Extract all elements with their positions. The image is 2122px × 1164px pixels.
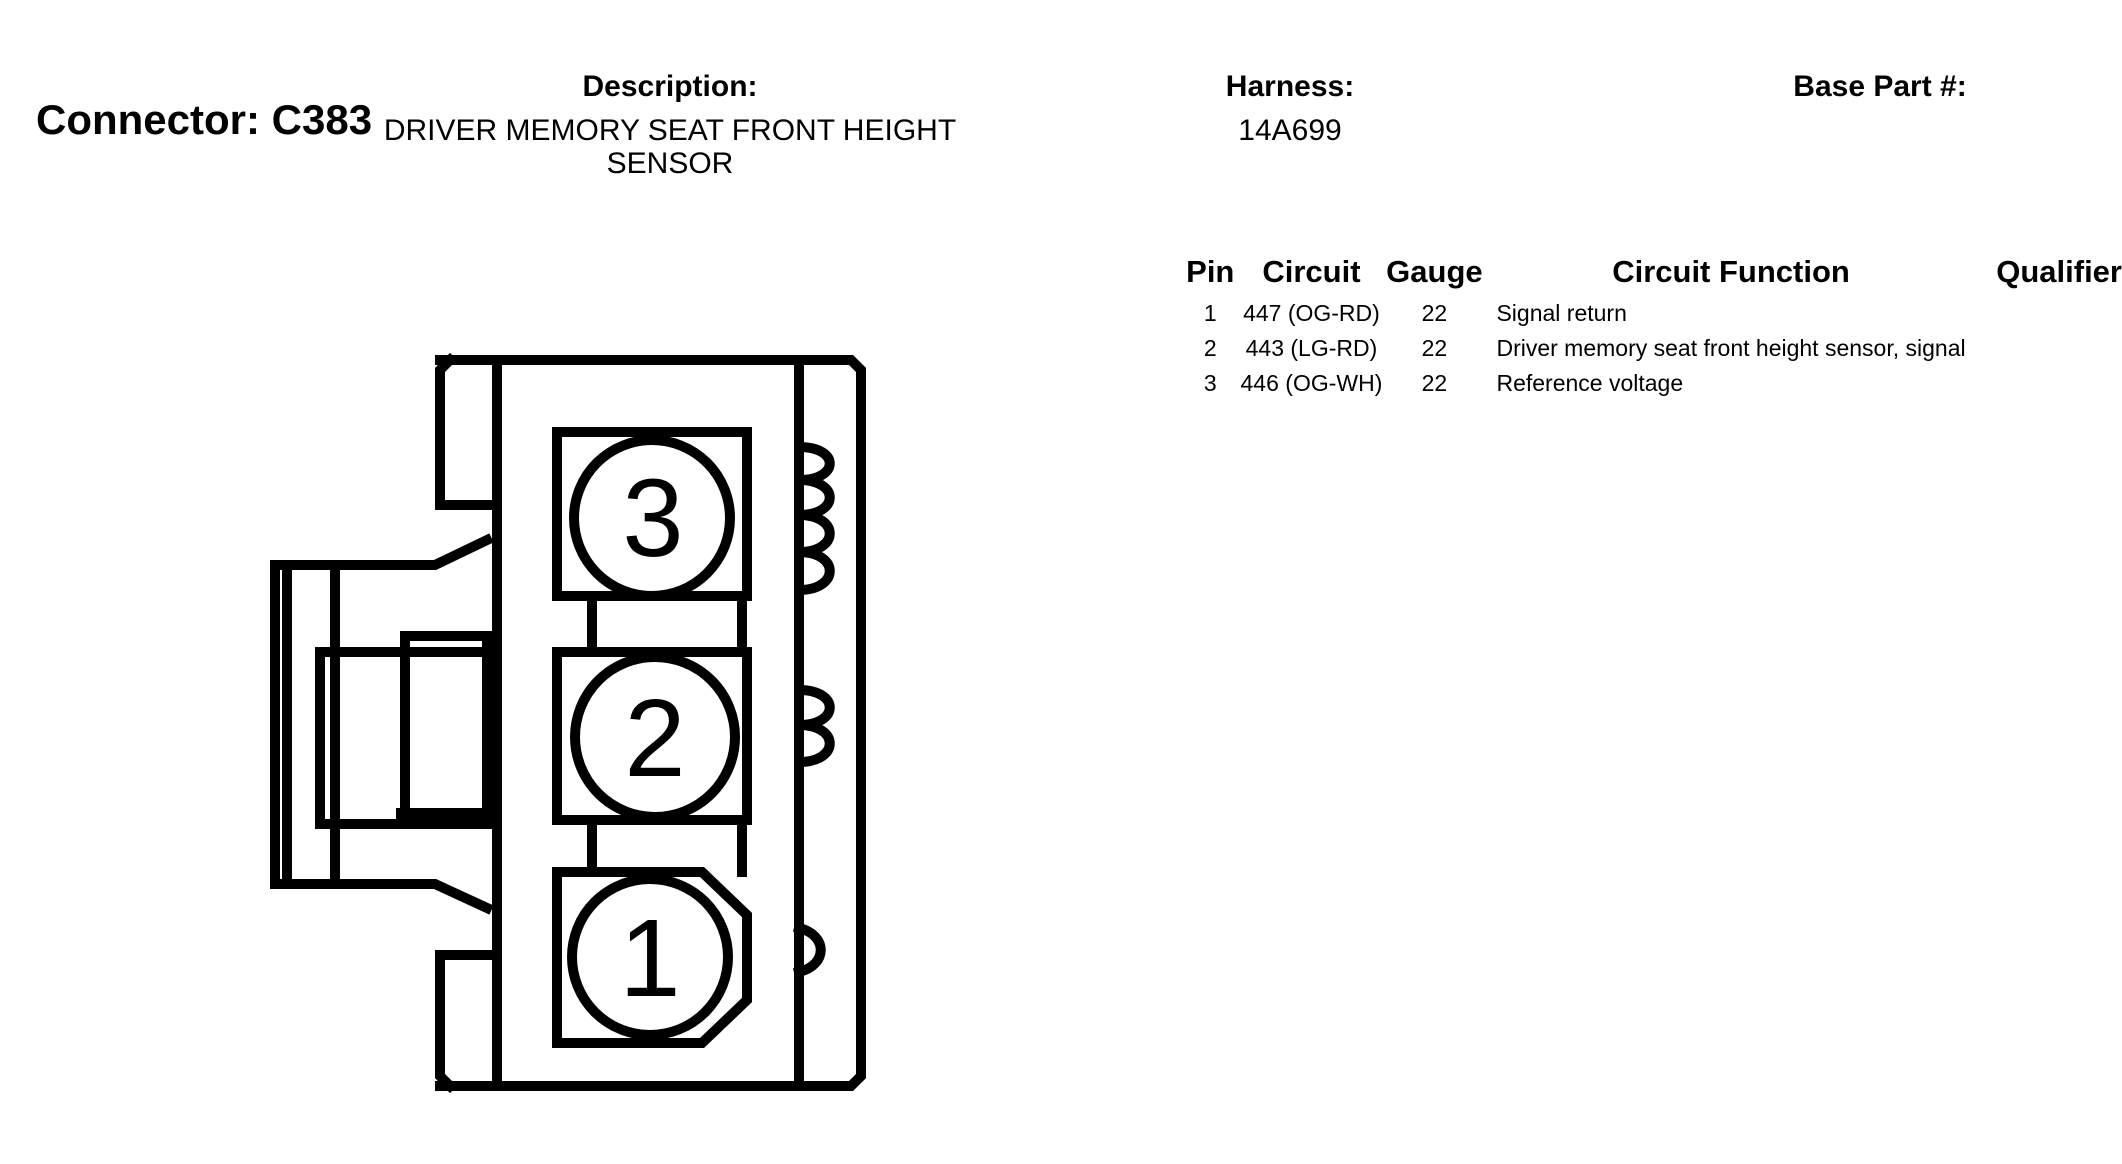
pin-circle-2 xyxy=(570,652,740,822)
pin-label-3: 3 xyxy=(622,457,683,580)
pin-label-2: 2 xyxy=(624,677,685,800)
row-pin: 3 xyxy=(1203,370,1217,396)
row-circuit: 447 (OG-RD) xyxy=(1243,300,1380,326)
base-part-heading: Base Part #: xyxy=(1793,70,1967,103)
side-tab-outline xyxy=(270,533,494,915)
pin-cavity-3 xyxy=(552,427,752,601)
row-function: Driver memory seat front height sensor, … xyxy=(1496,335,1966,361)
connector-body xyxy=(270,352,866,1094)
row-circuit: 443 (LG-RD) xyxy=(1245,335,1378,361)
pin-cavity-1 xyxy=(552,867,752,1048)
key-block-inner xyxy=(400,631,492,829)
header-qualifier: Qualifier xyxy=(1996,254,2122,289)
row-function: Reference voltage xyxy=(1496,370,1684,396)
connector-outer-shell xyxy=(435,352,866,1094)
latch-bump-bottom xyxy=(792,921,826,979)
latch-bumps-top xyxy=(793,441,835,596)
row-gauge: 22 xyxy=(1421,370,1448,396)
table-row: 1 447 (OG-RD) 22 Signal return xyxy=(1180,296,2122,331)
row-circuit: 446 (OG-WH) xyxy=(1240,370,1383,396)
description-value: DRIVER MEMORY SEAT FRONT HEIGHT SENSOR xyxy=(383,114,957,180)
pin-cavity-2 xyxy=(552,647,752,825)
pin-circle-3 xyxy=(569,435,735,601)
cavity-box-1 xyxy=(552,867,752,1048)
header-pin: Pin xyxy=(1186,254,1235,289)
latch-bumps-middle xyxy=(793,684,835,768)
pin-circle-1 xyxy=(567,874,733,1040)
table-row: 3 446 (OG-WH) 22 Reference voltage xyxy=(1180,366,2122,401)
row-function: Signal return xyxy=(1496,300,1627,326)
row-pin: 2 xyxy=(1203,335,1217,361)
connector-label: Connector: C383 xyxy=(36,96,373,143)
row-pin: 1 xyxy=(1203,300,1217,326)
pin-label-1: 1 xyxy=(619,897,680,1020)
harness-value: 14A699 xyxy=(1238,114,1342,147)
header-circuit-function: Circuit Function xyxy=(1612,254,1850,289)
header-circuit: Circuit xyxy=(1262,254,1361,289)
header-gauge: Gauge xyxy=(1386,254,1483,289)
table-row: 2 443 (LG-RD) 22 Driver memory seat fron… xyxy=(1180,331,2122,366)
harness-heading: Harness: xyxy=(1225,70,1355,103)
table-header-row: Pin Circuit Gauge Circuit Function Quali… xyxy=(1180,248,2122,296)
pin-table: Pin Circuit Gauge Circuit Function Quali… xyxy=(1180,248,2122,401)
row-gauge: 22 xyxy=(1421,300,1448,326)
row-gauge: 22 xyxy=(1421,335,1448,361)
description-heading: Description: xyxy=(582,70,758,103)
